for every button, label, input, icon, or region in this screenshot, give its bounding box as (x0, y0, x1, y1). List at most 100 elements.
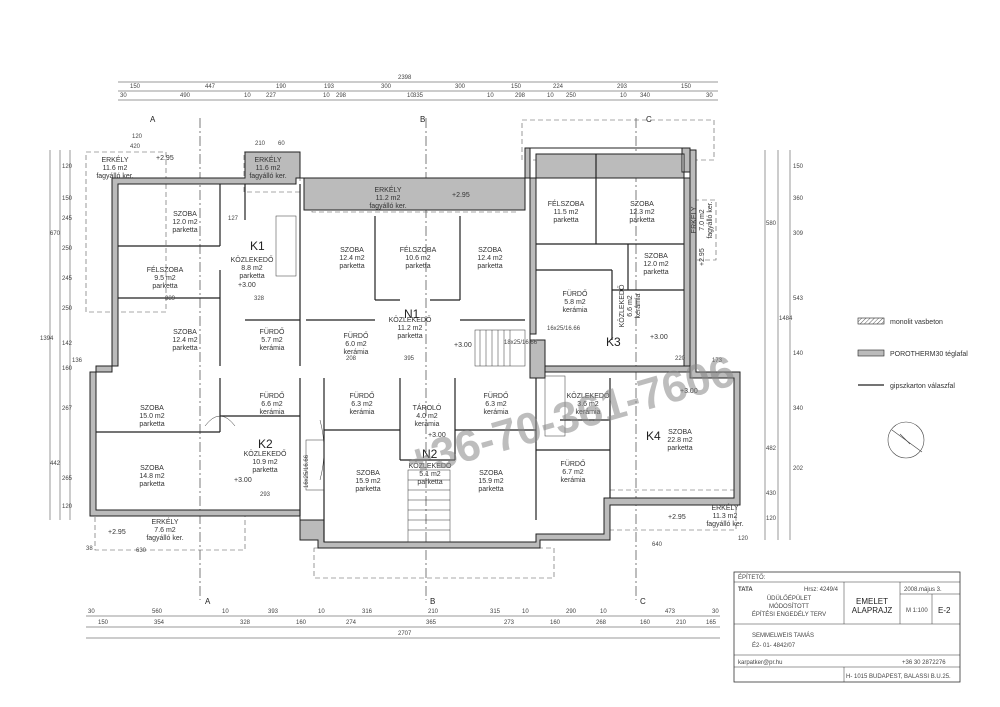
drawing-text: KÖZLEKEDŐ (244, 449, 287, 458)
dim: 250 (566, 93, 577, 99)
project-line-3: ÉPÍTÉSI ENGEDÉLY TERV (752, 611, 826, 618)
dim: 340 (640, 93, 651, 99)
dim: 224 (553, 84, 564, 90)
project-line-1: ÜDÜLŐÉPÜLET (767, 595, 812, 602)
dim: 30 (120, 93, 127, 99)
north-arrow-icon (887, 421, 925, 459)
dim: 10 (407, 93, 414, 99)
dim: 150 (98, 620, 109, 626)
drawing-text: 12.4 m2 (477, 255, 502, 262)
dim: 290 (566, 609, 577, 615)
axis-label-c-top: C (646, 115, 652, 124)
drawing-text: FÜRDŐ (563, 289, 588, 298)
drawing-text: fagyálló ker. (146, 535, 183, 542)
drawing-title-1: EMELET (856, 597, 888, 606)
title-scale: M 1:100 (906, 608, 928, 614)
dim: 10 (222, 609, 229, 615)
dim: 293 (260, 492, 271, 498)
level-mark: +2.95 (156, 155, 174, 162)
drawing-text: 10.6 m2 (405, 255, 430, 262)
dim: 1394 (40, 336, 54, 342)
drawing-text: 6.6 m2 (261, 401, 283, 408)
dim: 560 (152, 609, 163, 615)
level-mark: +2.95 (699, 248, 706, 266)
drawing-text: SZOBA (340, 247, 364, 254)
drawing-text: 12.0 m2 (643, 261, 668, 268)
drawing-text: 3.6 m2 (577, 401, 599, 408)
dim: 10 (600, 609, 607, 615)
drawing-text: parketta (478, 486, 503, 493)
drawing-text: kerámia (484, 409, 509, 416)
dim: 309 (793, 231, 804, 237)
unit-n1: N1 (404, 307, 420, 321)
drawing-text: TÁROLÓ (413, 403, 442, 412)
dim: 670 (50, 231, 61, 237)
dim: 142 (62, 341, 73, 347)
dim: 630 (136, 548, 147, 554)
unit-k4: K4 (646, 429, 661, 443)
drawing-text: kerámia (260, 409, 285, 416)
dim: 10 (318, 609, 325, 615)
designer-email: karpatker@pr.hu (738, 660, 782, 666)
level-marks: +2.95 +2.95 +3.00 +3.00 +3.00 +3.00 +3.0… (108, 155, 706, 536)
level-mark: +3.00 (454, 342, 472, 349)
drawing-text: 15.9 m2 (355, 478, 380, 485)
drawing-text: SZOBA (173, 211, 197, 218)
dim: 250 (62, 246, 73, 252)
drawing-text: ERKÉLY (689, 206, 698, 233)
drawing-text: SZOBA (356, 470, 380, 477)
dim: 120 (62, 504, 73, 510)
axis-label-b-top: B (420, 115, 425, 124)
dim: 473 (665, 609, 676, 615)
drawing-text: FÉLSZOBA (548, 199, 585, 208)
dim: 173 (712, 358, 723, 364)
dim: 340 (793, 406, 804, 412)
dim: 300 (455, 84, 466, 90)
drawing-title-2: ALAPRAJZ (852, 606, 893, 615)
drawing-text: 14.8 m2 (139, 473, 164, 480)
drawing-text: 6.6 m2 (627, 295, 634, 317)
designer-address: H- 1015 BUDAPEST, BALASSI B.U.25. (846, 674, 951, 680)
dim: 365 (426, 620, 437, 626)
drawing-text: SZOBA (140, 465, 164, 472)
top-dimensions: 2398 150 447 190 193 300 300 150 224 293… (118, 75, 718, 150)
drawing-text: FÜRDŐ (260, 327, 285, 336)
dim: 140 (793, 351, 804, 357)
drawing-text: 11.2 m2 (376, 195, 401, 202)
drawing-text: parketta (172, 345, 197, 352)
drawing-text: parketta (152, 283, 177, 290)
dim: 273 (504, 620, 515, 626)
title-city: TATA (738, 587, 753, 593)
dim: 30 (706, 93, 713, 99)
dim: 18x25/16.66 (504, 340, 538, 346)
drawing-text: 11.5 m2 (554, 209, 579, 216)
drawing-text: 11.6 m2 (256, 165, 281, 172)
drawing-text: 7.6 m2 (154, 527, 176, 534)
drawing-text: 5.7 m2 (261, 337, 283, 344)
drawing-text: parketta (417, 479, 442, 486)
dim: 210 (255, 141, 266, 147)
dim: 1484 (779, 316, 793, 322)
drawing-text: parketta (139, 481, 164, 488)
drawing-text: 10.9 m2 (252, 459, 277, 466)
drawing-text: SZOBA (668, 429, 692, 436)
dim: 30 (88, 609, 95, 615)
drawing-text: 12.4 m2 (339, 255, 364, 262)
dim: 150 (62, 196, 73, 202)
level-mark: +3.00 (428, 432, 446, 439)
dim: 16x25/16.66 (304, 454, 310, 488)
dim: 227 (266, 93, 277, 99)
dim: 160 (62, 366, 73, 372)
designer-name: SEMMELWEIS TAMÁS (752, 632, 814, 639)
dim: 160 (296, 620, 307, 626)
drawing-text: 12.0 m2 (172, 219, 197, 226)
dim: 120 (132, 134, 143, 140)
